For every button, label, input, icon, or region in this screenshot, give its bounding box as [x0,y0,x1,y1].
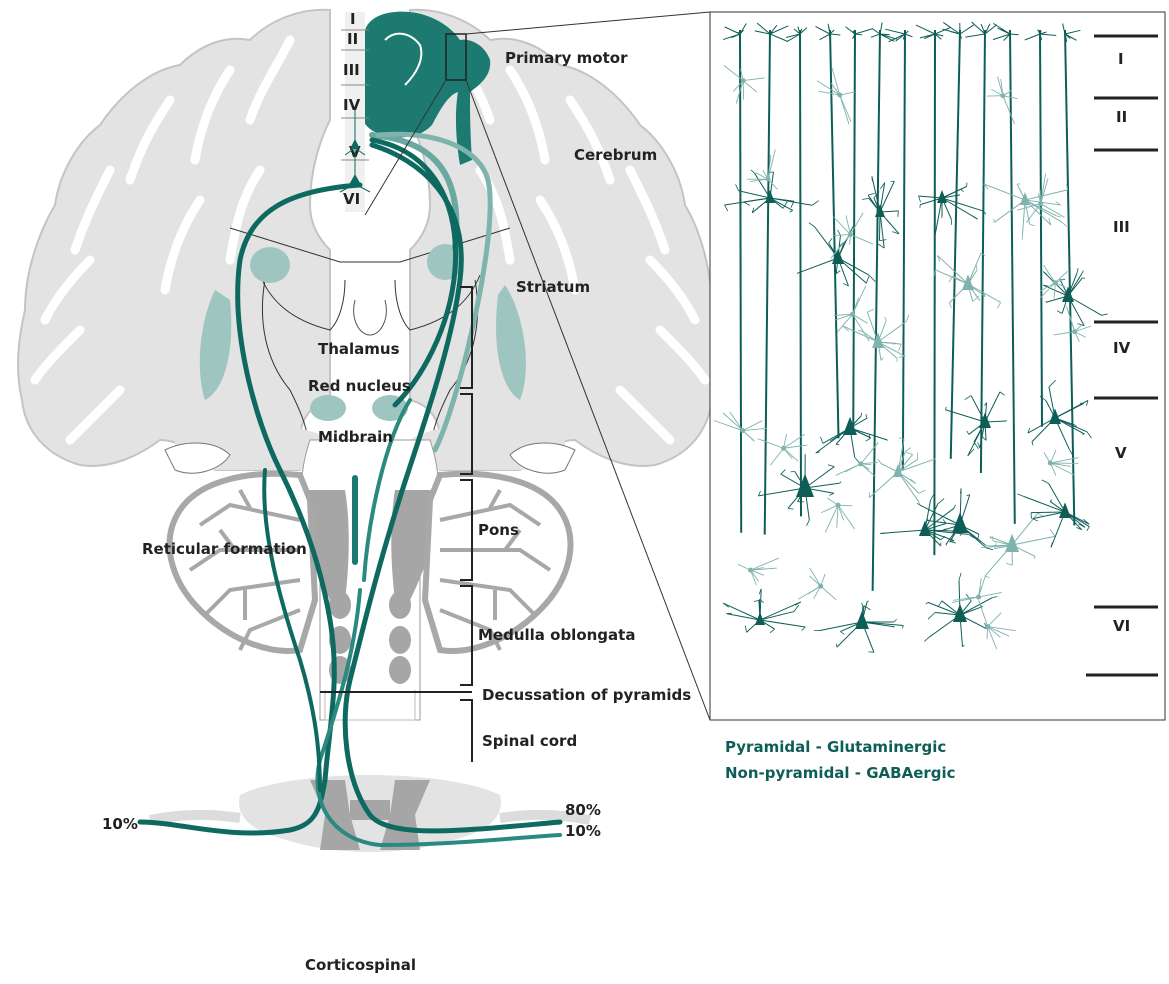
midline-raphe [352,475,358,565]
label-spinal-cord: Spinal cord [482,732,577,750]
inset-layer-1: I [1118,50,1124,68]
label-cerebrum: Cerebrum [574,146,657,164]
label-reticular-formation: Reticular formation [142,540,307,558]
label-pons: Pons [478,521,519,539]
caudate-left [250,247,290,283]
percent-left: 10% [102,815,138,833]
small-layer-6: VI [343,190,360,208]
label-red-nucleus: Red nucleus [308,377,411,395]
label-decussation: Decussation of pyramids [482,686,691,704]
inset-frame [710,12,1165,720]
small-layer-4: IV [343,96,361,114]
inset-layer-6: VI [1113,617,1130,635]
small-layer-3: III [343,61,360,79]
label-thalamus: Thalamus [318,340,400,358]
percent-right-top: 80% [565,801,601,819]
label-corticospinal: Corticospinal [305,956,416,974]
legend-pyramidal: Pyramidal - Glutaminergic [725,738,946,756]
label-primary-motor: Primary motor [505,49,628,67]
label-medulla-oblongata: Medulla oblongata [478,626,635,644]
inset-layer-3: III [1113,218,1130,236]
small-layer-1: I [350,10,356,28]
inset-layer-5: V [1115,444,1127,462]
cerebellum-right [425,474,570,651]
small-layer-2: II [347,30,358,48]
cortex-inset-panel: I II III IV V VI [710,12,1165,720]
label-midbrain: Midbrain [318,428,393,446]
red-nucleus-left [310,395,346,421]
third-ventricle [354,300,387,335]
label-striatum: Striatum [516,278,590,296]
inset-layer-2: II [1116,108,1127,126]
legend-non-pyramidal: Non-pyramidal - GABAergic [725,764,956,782]
inset-layer-4: IV [1113,339,1131,357]
percent-right-bottom: 10% [565,822,601,840]
